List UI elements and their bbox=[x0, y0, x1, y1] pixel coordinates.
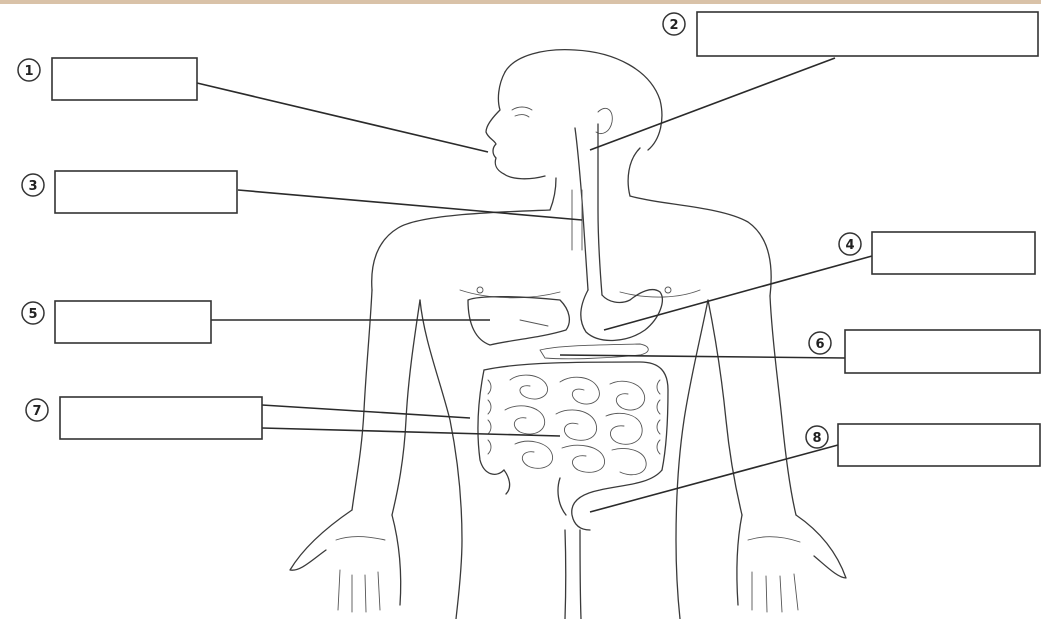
number-4: 4 bbox=[845, 238, 854, 253]
leader-line-4 bbox=[604, 256, 872, 330]
number-8: 8 bbox=[812, 431, 821, 446]
label-2[interactable]: 2 bbox=[663, 12, 1038, 56]
label-5[interactable]: 5 bbox=[22, 301, 211, 343]
number-5: 5 bbox=[28, 307, 37, 322]
number-2: 2 bbox=[669, 18, 678, 33]
answer-box-6[interactable] bbox=[845, 330, 1040, 373]
answer-box-5[interactable] bbox=[55, 301, 211, 343]
leader-line-2 bbox=[590, 58, 835, 150]
number-7: 7 bbox=[32, 404, 41, 419]
number-6: 6 bbox=[815, 337, 824, 352]
label-8[interactable]: 8 bbox=[806, 424, 1040, 466]
digestive-organs bbox=[468, 124, 668, 530]
answer-box-1[interactable] bbox=[52, 58, 197, 100]
label-1[interactable]: 1 bbox=[18, 58, 197, 100]
body-outline bbox=[290, 50, 846, 619]
label-4[interactable]: 4 bbox=[839, 232, 1035, 274]
leader-line-8 bbox=[590, 445, 838, 512]
leader-line-7a bbox=[262, 405, 470, 418]
answer-box-2[interactable] bbox=[697, 12, 1038, 56]
number-1: 1 bbox=[24, 64, 33, 79]
answer-box-3[interactable] bbox=[55, 171, 237, 213]
answer-box-7[interactable] bbox=[60, 397, 262, 439]
answer-box-8[interactable] bbox=[838, 424, 1040, 466]
label-7[interactable]: 7 bbox=[26, 397, 262, 439]
leader-line-3 bbox=[238, 190, 582, 220]
leader-line-7b bbox=[262, 428, 560, 436]
label-6[interactable]: 6 bbox=[809, 330, 1040, 373]
leader-line-1 bbox=[197, 83, 488, 152]
label-3[interactable]: 3 bbox=[22, 171, 237, 213]
answer-box-4[interactable] bbox=[872, 232, 1035, 274]
number-3: 3 bbox=[28, 179, 37, 194]
